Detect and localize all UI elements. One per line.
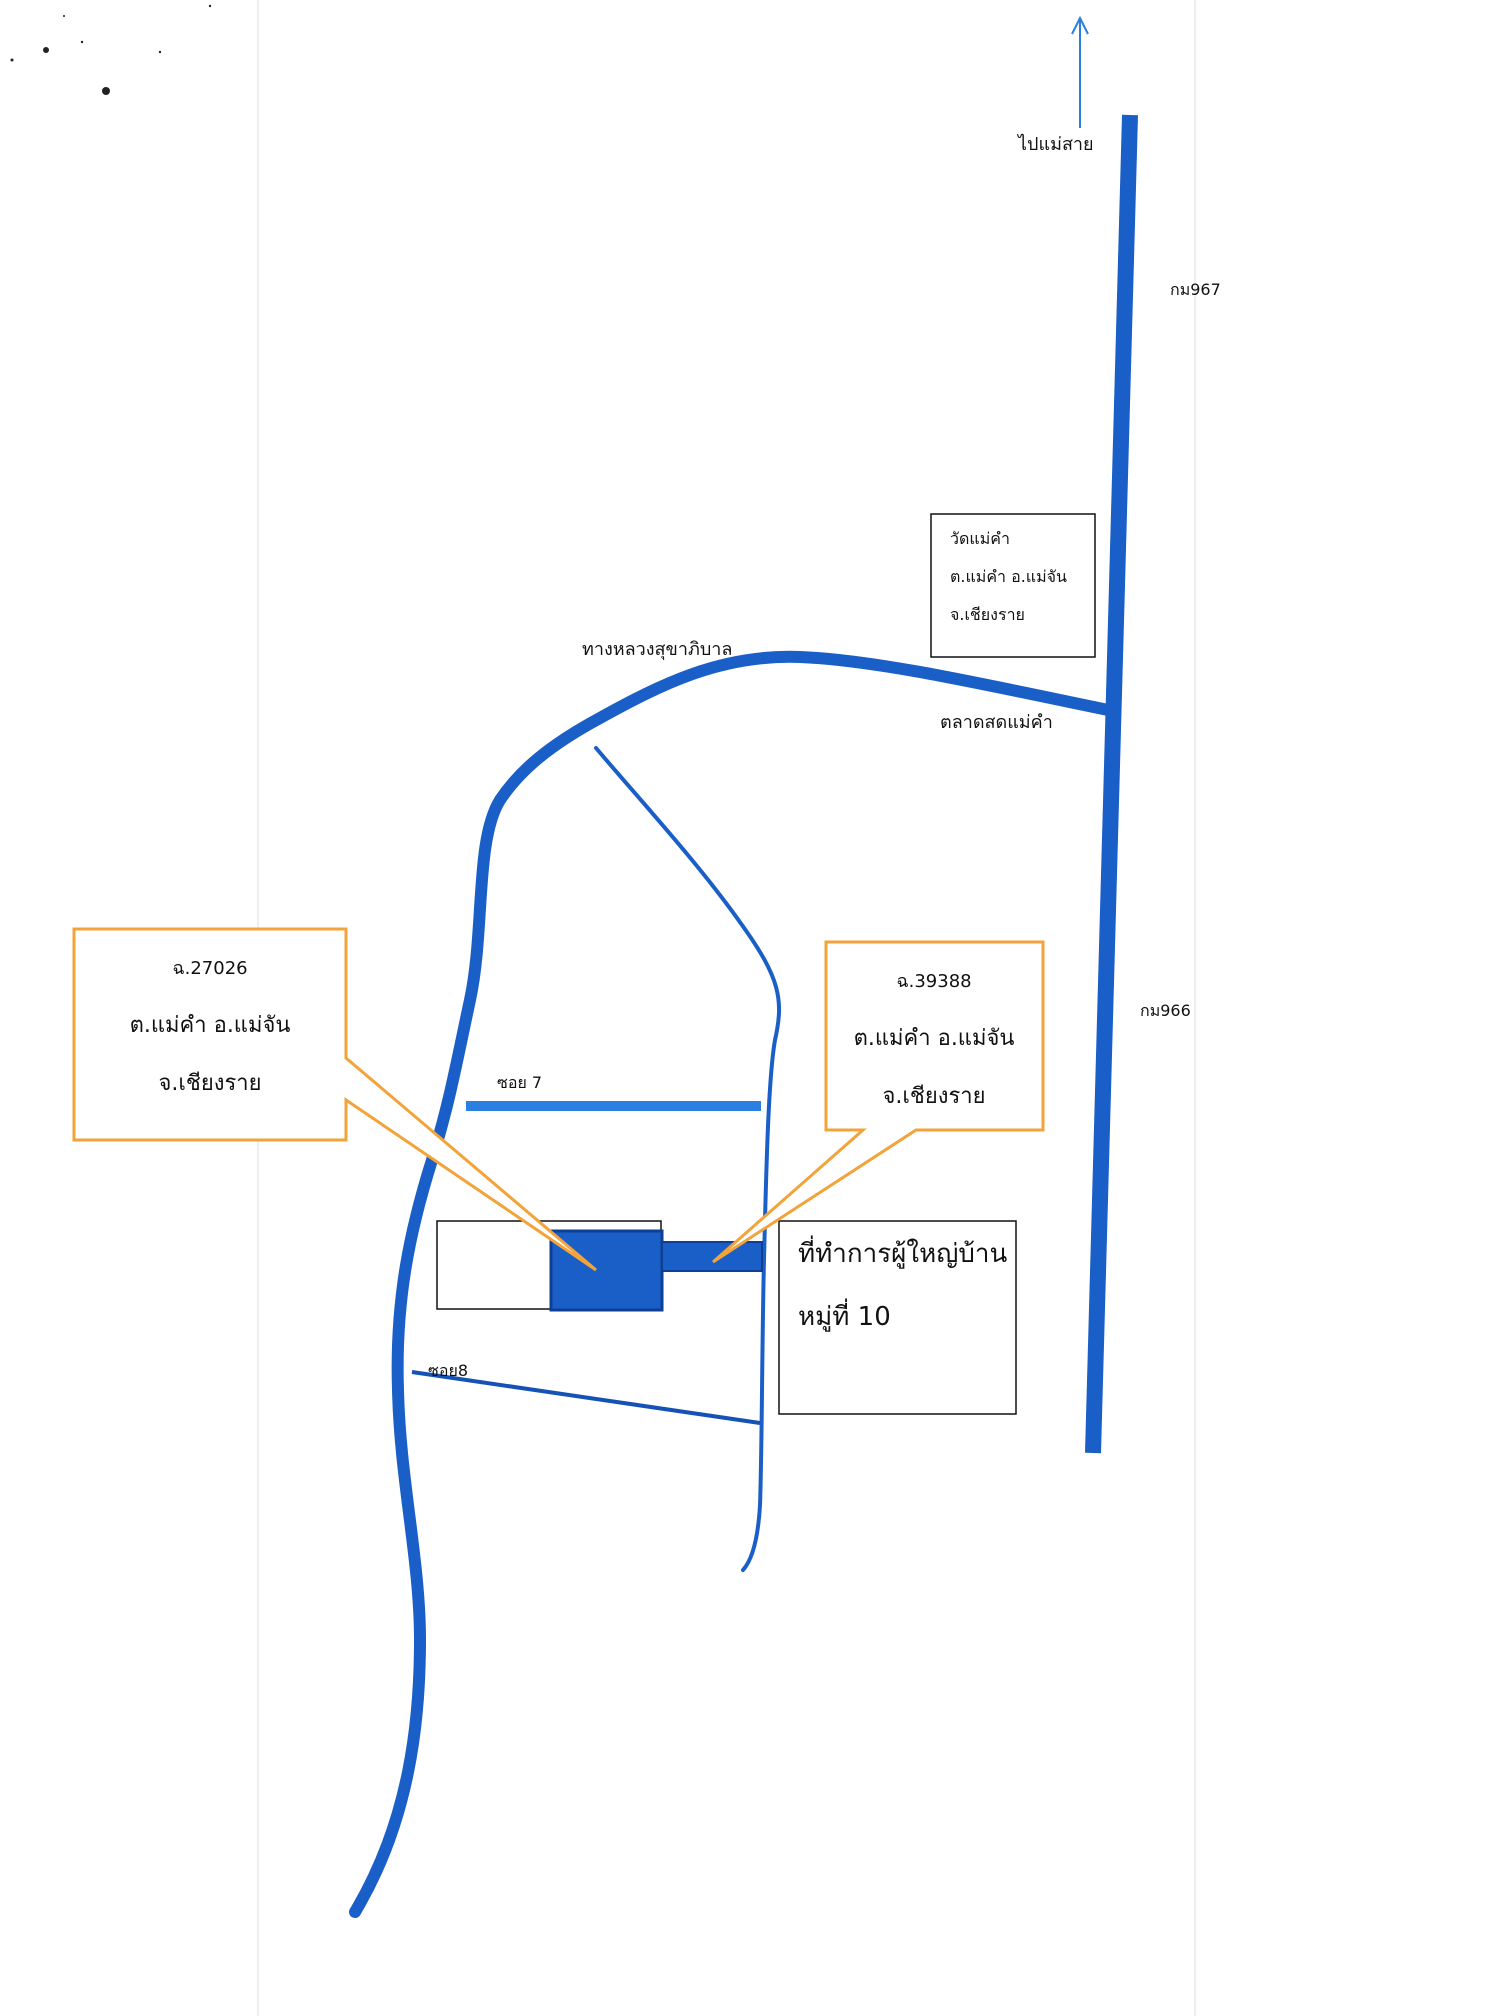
direction-label: ไปแม่สาย: [1016, 133, 1094, 155]
plot-39388: [661, 1241, 763, 1272]
temple-province: จ.เชียงราย: [950, 605, 1025, 624]
callout-left: [72, 927, 597, 1272]
temple-box: [930, 513, 1096, 658]
temple-district: ต.แม่คำ อ.แม่จัน: [950, 567, 1067, 586]
callout-left-province: จ.เชียงราย: [158, 1071, 261, 1096]
soi7-label: ซอย 7: [497, 1073, 542, 1092]
sanitation-road-label: ทางหลวงสุขาภิบาล: [582, 639, 732, 660]
highway-km966-label: กม966: [1140, 1001, 1191, 1020]
office-box: [778, 1220, 1017, 1415]
office-village: หมู่ที่ 10: [798, 1298, 891, 1332]
temple-name: วัดแม่คำ: [950, 529, 1010, 548]
callout-right-province: จ.เชียงราย: [882, 1084, 985, 1109]
callout-right-location: ต.แม่คำ อ.แม่จัน: [854, 1026, 1015, 1051]
highway-km967-label: กม967: [1170, 280, 1221, 299]
sanitation-road: [349, 650, 1114, 1918]
main-highway: [1085, 114, 1138, 1454]
soi8-road: [411, 1370, 761, 1425]
scan-specks: [10, 4, 212, 95]
callout-left-location: ต.แม่คำ อ.แม่จัน: [130, 1013, 291, 1038]
office-name: ที่ทำการผู้ใหญ่บ้าน: [798, 1235, 1008, 1269]
market-label: ตลาดสดแม่คำ: [940, 712, 1053, 733]
callout-right: [712, 940, 1045, 1264]
soi8-label: ซอย8: [428, 1361, 468, 1380]
inner-road: [594, 746, 781, 1572]
north-arrow-icon: [1071, 15, 1089, 128]
plot-27026: [549, 1229, 664, 1312]
callout-left-deed: ฉ.27026: [172, 958, 247, 979]
callout-right-deed: ฉ.39388: [896, 971, 971, 992]
